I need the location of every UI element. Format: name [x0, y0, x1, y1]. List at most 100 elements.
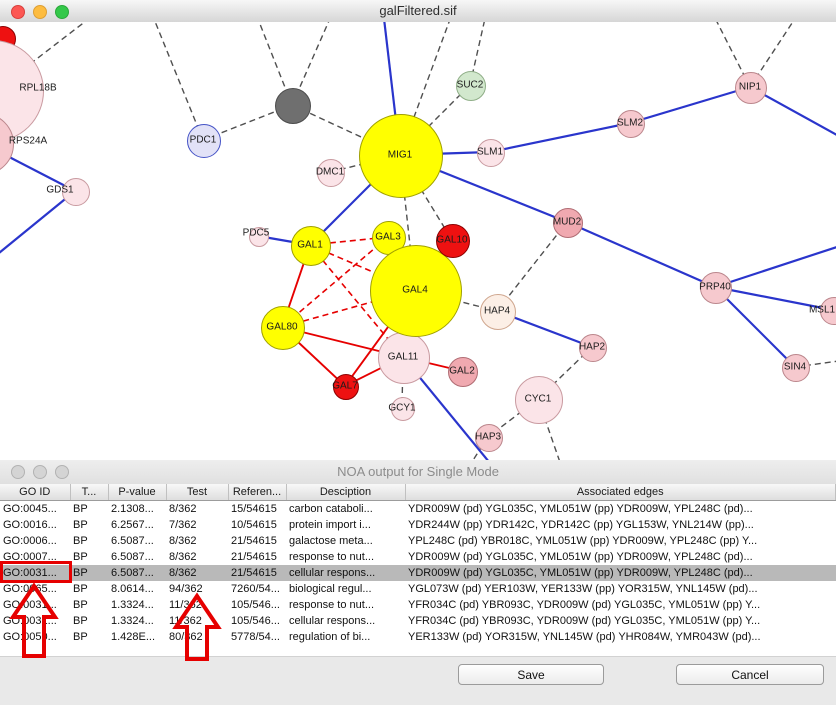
table-cell[interactable]: BP	[73, 503, 88, 515]
column-header[interactable]: Referen...	[228, 484, 287, 501]
node-pdc1[interactable]	[187, 124, 221, 158]
node-nip1[interactable]	[735, 72, 767, 104]
zoom-button[interactable]	[55, 5, 69, 19]
table-cell[interactable]: BP	[70, 565, 108, 581]
table-row[interactable]: GO:0007... BP 6.5087... 8/362 21/54615 respon…	[0, 549, 836, 565]
table-cell[interactable]: 94/362	[169, 583, 203, 595]
node-slm1[interactable]	[477, 139, 505, 167]
close-button[interactable]	[11, 465, 25, 479]
graph-edge[interactable]	[714, 285, 834, 312]
node-gal4[interactable]	[370, 245, 462, 337]
node-sin4[interactable]	[782, 354, 810, 382]
table-cell[interactable]: 21/54615	[231, 535, 277, 547]
network-window-titlebar[interactable]: galFiltered.sif	[0, 0, 836, 23]
node-gal10[interactable]	[436, 224, 470, 258]
table-cell[interactable]: 1.428E...	[111, 631, 156, 643]
table-cell[interactable]: protein import i...	[289, 519, 371, 531]
table-cell[interactable]: 80/362	[169, 631, 203, 643]
minimize-button[interactable]	[33, 465, 47, 479]
graph-edge[interactable]	[566, 220, 716, 289]
table-cell[interactable]: GO:0065...	[3, 583, 57, 595]
node-cyc1[interactable]	[515, 376, 563, 424]
zoom-button[interactable]	[55, 465, 69, 479]
noa-window-titlebar[interactable]: NOA output for Single Mode	[0, 460, 836, 485]
node-dmc1[interactable]	[317, 159, 345, 187]
graph-edge[interactable]	[794, 360, 836, 368]
table-cell[interactable]: BP	[73, 535, 88, 547]
node-gal2[interactable]	[448, 357, 478, 387]
table-cell[interactable]: BP	[73, 615, 88, 627]
node-mig1[interactable]	[359, 114, 443, 198]
graph-edge[interactable]	[29, 22, 95, 65]
table-cell[interactable]: galactose meta...	[289, 535, 373, 547]
table-cell[interactable]: 105/546...	[231, 599, 280, 611]
table-cell[interactable]: YDR244W (pp) YDR142C, YDR142C (pp) YGL15…	[408, 519, 754, 531]
table-cell[interactable]: GO:0031...	[3, 615, 57, 627]
table-cell[interactable]: 6.5087...	[111, 535, 154, 547]
table-cell[interactable]: YGL073W (pd) YER103W, YER133W (pp) YOR31…	[408, 583, 758, 595]
table-cell[interactable]: carbon cataboli...	[289, 503, 373, 515]
table-cell[interactable]: cellular respons...	[286, 565, 405, 581]
column-header[interactable]: P-value	[108, 484, 167, 501]
close-button[interactable]	[11, 5, 25, 19]
table-cell[interactable]: 2.1308...	[111, 503, 154, 515]
node-hap4[interactable]	[480, 294, 516, 330]
table-cell[interactable]: YFR034C (pd) YBR093C, YDR009W (pd) YGL03…	[408, 615, 761, 627]
table-cell[interactable]: 15/54615	[231, 503, 277, 515]
table-cell[interactable]: 8/362	[169, 551, 197, 563]
node-suc2[interactable]	[456, 71, 486, 101]
minimize-button[interactable]	[33, 5, 47, 19]
node-gal80[interactable]	[261, 306, 305, 350]
table-cell[interactable]: 6.5087...	[111, 551, 154, 563]
column-header[interactable]: GO ID	[0, 484, 71, 501]
graph-edge[interactable]	[256, 22, 293, 106]
table-cell[interactable]: 6.5087...	[108, 565, 166, 581]
node-slm2[interactable]	[617, 110, 645, 138]
table-cell[interactable]: 10/54615	[231, 519, 277, 531]
table-cell[interactable]: GO:0006...	[3, 535, 57, 547]
graph-edge[interactable]	[0, 143, 76, 192]
table-cell[interactable]: YER133W (pd) YOR315W, YNL145W (pd) YHR08…	[408, 631, 761, 643]
node-gal7[interactable]	[333, 374, 359, 400]
table-cell[interactable]: 7260/54...	[231, 583, 280, 595]
save-button[interactable]: Save	[458, 664, 604, 685]
table-cell[interactable]: 8.0614...	[111, 583, 154, 595]
table-cell[interactable]: biological regul...	[289, 583, 372, 595]
table-cell[interactable]: 5778/54...	[231, 631, 280, 643]
node-gal11[interactable]	[378, 332, 430, 384]
table-cell[interactable]: BP	[73, 631, 88, 643]
table-cell[interactable]: response to nut...	[289, 551, 374, 563]
table-cell[interactable]: 6.2567...	[111, 519, 154, 531]
table-cell[interactable]: regulation of bi...	[289, 631, 371, 643]
table-cell[interactable]: YDR009W (pd) YGL035C, YML051W (pp) YDR00…	[408, 503, 753, 515]
table-cell[interactable]: BP	[73, 551, 88, 563]
table-cell[interactable]: GO:0007...	[3, 551, 57, 563]
node-hap3[interactable]	[475, 424, 503, 452]
column-header[interactable]: Associated edges	[405, 484, 836, 501]
graph-edge[interactable]	[749, 86, 836, 140]
table-cell[interactable]: 8/362	[169, 535, 197, 547]
table-cell[interactable]: YPL248C (pd) YBR018C, YML051W (pp) YDR00…	[408, 535, 758, 547]
graph-edge[interactable]	[0, 190, 76, 262]
table-cell[interactable]: 1.3324...	[111, 615, 154, 627]
node-prp40[interactable]	[700, 272, 732, 304]
table-cell[interactable]: 8/362	[169, 503, 197, 515]
node-gcy1[interactable]	[391, 397, 415, 421]
table-cell[interactable]: 8/362	[166, 565, 228, 581]
table-cell[interactable]: BP	[73, 519, 88, 531]
table-cell[interactable]: 21/54615	[228, 565, 286, 581]
table-cell[interactable]: 21/54615	[231, 551, 277, 563]
graph-edge[interactable]	[629, 85, 751, 125]
node-unlabeled[interactable]	[275, 88, 311, 124]
graph-edge[interactable]	[399, 84, 471, 156]
cancel-button[interactable]: Cancel	[676, 664, 824, 685]
graph-edge[interactable]	[714, 286, 796, 368]
table-cell[interactable]: 11/362	[169, 615, 202, 627]
column-header[interactable]: T...	[70, 484, 109, 501]
